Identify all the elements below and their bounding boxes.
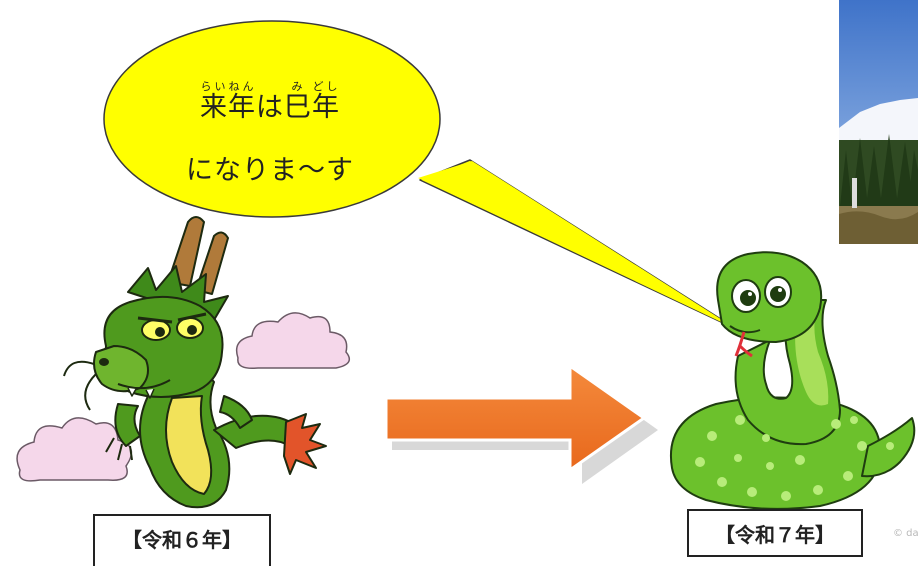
right-arrow-icon bbox=[384, 363, 658, 484]
kana-ha: は bbox=[256, 92, 284, 123]
copyright-text: © da bbox=[893, 528, 918, 539]
year-label-reiwa6: 【令和６年】 bbox=[93, 514, 271, 566]
ruby-rai: 来らい bbox=[200, 80, 228, 123]
year-label-reiwa7: 【令和７年】 bbox=[687, 509, 863, 557]
cloud-left-icon bbox=[16, 417, 133, 482]
dragon-illustration bbox=[63, 216, 327, 509]
bubble-text-line1: 来らい年ねんは巳み年どし bbox=[150, 80, 390, 124]
cloud-right-icon bbox=[235, 312, 351, 370]
bubble-text-line2: になりま〜す bbox=[186, 155, 354, 186]
speech-bubble bbox=[103, 20, 739, 331]
ruby-mi: 巳み bbox=[284, 80, 312, 123]
ruby-nen: 年ねん bbox=[228, 80, 256, 123]
ruby-toshi: 年どし bbox=[312, 80, 340, 123]
mountain-forest-photo bbox=[839, 0, 918, 244]
snake-illustration bbox=[670, 251, 916, 510]
